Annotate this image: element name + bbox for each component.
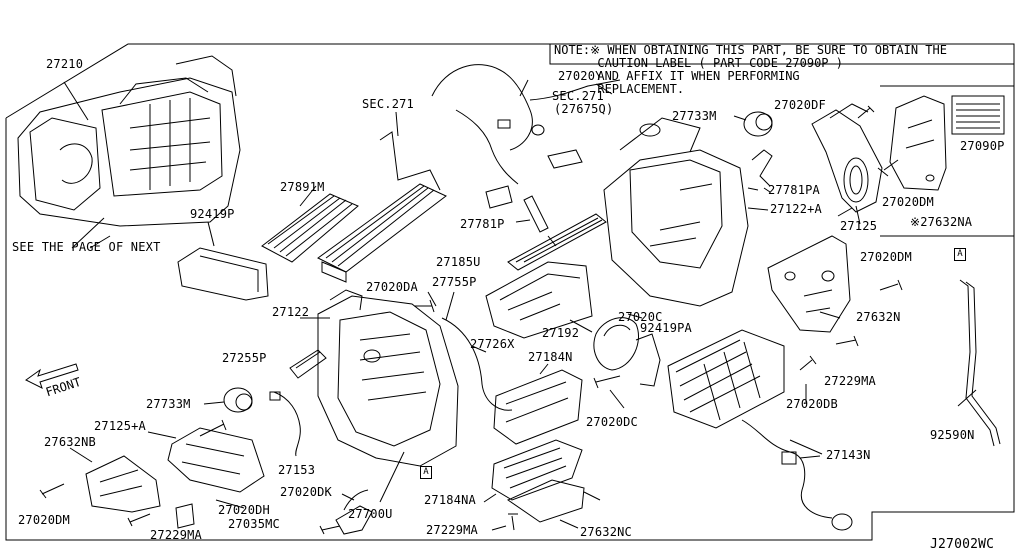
part-label-92590N: 92590N [930,428,975,442]
part-label-27020DB: 27020DB [786,397,838,411]
pipe-92590N-drawing [957,279,1001,447]
diagram-frame [5,43,1015,541]
front-arrow-icon [25,363,79,389]
caution-label-27090P-drawing [951,95,1005,135]
part-27700U-drawing [335,489,373,535]
filter-27891M-drawing [261,185,359,263]
part-label-27192: 27192 [542,326,580,340]
part-label-27122A: 27122+A [770,202,822,216]
screw-icons [39,105,903,535]
part-label-27122: 27122 [272,305,310,319]
bracket-92419P-drawing [177,221,269,301]
part-label-sec271-evaporator: SEC.271 [362,97,414,111]
part-label-27733M-top: 27733M [672,109,717,123]
blower-27125A-drawing [147,427,265,493]
caution-label-frame [880,85,1015,237]
part-label-27229MA-low: 27229MA [150,528,202,542]
part-label-27184NA: 27184NA [424,493,476,507]
part-label-27781P: 27781P [460,217,505,231]
part-label-92419P: 92419P [190,207,235,221]
part-label-27153: 27153 [278,463,316,477]
tray-27184N-drawing [493,369,583,445]
part-label-27185U: 27185U [436,255,481,269]
part-label-27035MC: 27035MC [228,517,280,531]
part-label-27020DA: 27020DA [366,280,418,294]
part-label-27125: 27125 [840,219,878,233]
part-label-92419PA: 92419PA [640,321,692,335]
grille-27184NA-drawing [491,439,583,501]
ref-marker-a-right: A [954,248,966,261]
ref-marker-a-center: A [420,466,432,479]
housing-27192-drawing [485,261,593,339]
heater-core-27122-drawing [300,289,459,467]
bracket-27632N-drawing [767,235,851,333]
hvac-assembly-27210-drawing [17,55,241,227]
diagram-code: J27002WC [930,537,995,552]
core-27143N-drawing [667,329,785,429]
leader-lines [71,83,853,531]
blower-27125-drawing [811,103,883,225]
bracket-27632NB-drawing [69,447,161,513]
part-label-27020DM-low: 27020DM [18,513,70,527]
part-label-27632NA: ※27632NA [910,215,973,229]
sensor-27781PA-drawing [751,149,773,193]
part-label-sec271-harness: SEC.271 [552,89,604,103]
part-label-27020DM-mid: 27020DM [860,250,912,264]
filter-27185U-drawing [507,213,607,271]
part-label-27700U: 27700U [348,507,393,521]
evaporator-sec271-drawing [317,111,447,283]
part-label-27020C: 27020C [618,310,663,324]
harness-27020Y-drawing [431,64,621,209]
bracket-27632NC-drawing [506,479,601,523]
part-label-27125A: 27125+A [94,419,146,433]
wiring-27153-drawing [269,391,301,457]
heater-case-27122A-drawing [603,117,769,307]
part-label-27781PA: 27781PA [768,183,820,197]
motor-27733M-top-drawing [733,111,773,137]
part-label-27184N: 27184N [528,350,573,364]
part-label-27210: 27210 [46,57,84,71]
part-label-27020Y: 27020Y [558,69,603,83]
part-label-27020DM-top: 27020DM [882,195,934,209]
part-label-27632NC: 27632NC [580,525,632,539]
part-27035MC-drawing [175,503,195,529]
part-label-27891M: 27891M [280,180,325,194]
part-label-27255P: 27255P [222,351,267,365]
ring-27020C-drawing [593,317,640,371]
part-label-27020DK: 27020DK [280,485,332,499]
harness-27143N-drawing [741,419,853,531]
part-label-27726X: 27726X [470,337,515,351]
see-next-page-label: SEE THE PAGE OF NEXT [12,240,161,254]
right-sub-frame [549,44,1014,65]
part-label-27675Q: (27675Q) [554,102,614,116]
part-27255P-drawing [289,349,327,379]
part-label-27755P: 27755P [432,275,477,289]
part-label-27733M-low: 27733M [146,397,191,411]
part-label-27020DH: 27020DH [218,503,270,517]
part-label-27020DC: 27020DC [586,415,638,429]
sensor-27781P-drawing [515,195,549,233]
part-label-27632N: 27632N [856,310,901,324]
part-label-27143N: 27143N [826,448,871,462]
part-label-27090P: 27090P [960,139,1005,153]
motor-27733M-low-drawing [203,387,253,413]
caution-note: NOTE:※ WHEN OBTAINING THIS PART, BE SURE… [554,43,947,96]
part-label-27632NB: 27632NB [44,435,96,449]
part-label-27229MA-bottom: 27229MA [426,523,478,537]
part-label-27020DF: 27020DF [774,98,826,112]
bracket-92419PA-drawing [635,333,661,387]
bracket-27632NA-drawing [889,95,947,191]
part-label-27229MA-right: 27229MA [824,374,876,388]
pipe-27726X-drawing [441,317,513,411]
